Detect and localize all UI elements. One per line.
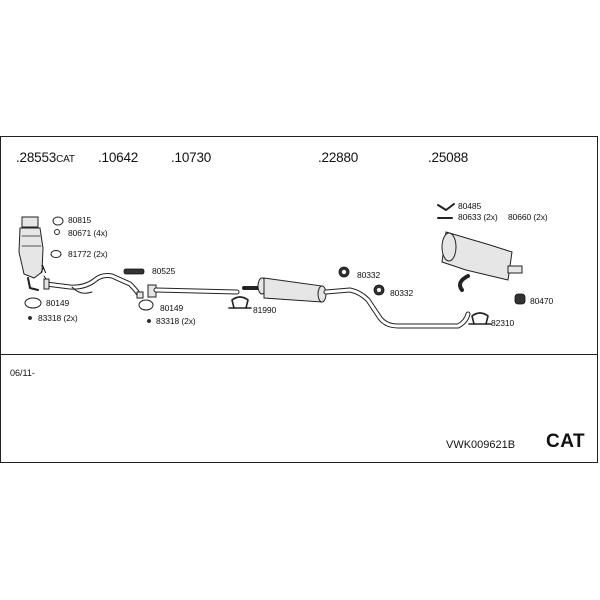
frame-divider [0, 354, 598, 355]
main-part-rear-silencer[interactable]: .25088 [428, 150, 468, 165]
middle-silencer-icon[interactable] [242, 277, 471, 329]
sub-part-label[interactable]: 80470 [530, 296, 554, 306]
sub-part-label[interactable]: 80149 [160, 303, 184, 313]
main-part-suffix: CAT [56, 154, 75, 165]
sub-part-label[interactable]: 80485 [458, 201, 482, 211]
date-range: 06/11- [10, 368, 35, 378]
main-part-number: .10642 [98, 150, 139, 165]
diagram-frame [0, 136, 598, 463]
sub-part-label[interactable]: 80149 [46, 298, 70, 308]
bolt-icon [28, 203, 455, 323]
set-type: CAT [546, 431, 586, 452]
main-part-number: .28553 [16, 150, 57, 165]
sub-part-label[interactable]: 83318 (2x) [38, 313, 78, 323]
main-part-number: .25088 [428, 150, 469, 165]
set-code: VWK009621B [446, 439, 516, 451]
sub-part-label[interactable]: 81990 [253, 305, 277, 315]
main-part-intermediate-pipe[interactable]: .10730 [171, 150, 211, 165]
sub-part-label[interactable]: 80525 [152, 266, 176, 276]
sub-part-label[interactable]: 80660 (2x) [508, 212, 548, 222]
main-part-middle-silencer[interactable]: .22880 [318, 150, 358, 165]
intermediate-pipe-icon[interactable] [147, 284, 240, 298]
main-part-catalyst[interactable]: .28553CAT [16, 150, 75, 165]
sub-part-label[interactable]: 80332 [390, 288, 414, 298]
sub-part-label[interactable]: 81772 (2x) [68, 249, 108, 259]
sub-part-label[interactable]: 82310 [491, 318, 515, 328]
sub-part-label[interactable]: 83318 (2x) [156, 316, 196, 326]
catalytic-converter-icon[interactable] [18, 216, 44, 291]
main-part-number: .22880 [318, 150, 359, 165]
gasket-icon [24, 216, 154, 311]
sub-part-label[interactable]: 80671 (4x) [68, 228, 108, 238]
svg-text:λ: λ [40, 263, 47, 276]
rear-silencer-icon[interactable] [441, 231, 523, 292]
rubber-mount-icon [123, 266, 526, 305]
front-pipe-icon[interactable] [43, 273, 144, 299]
sub-part-label[interactable]: 80332 [357, 270, 381, 280]
main-part-front-pipe[interactable]: .10642 [98, 150, 138, 165]
sub-part-label[interactable]: 80633 (2x) [458, 212, 498, 222]
sub-part-label[interactable]: 80815 [68, 215, 92, 225]
main-part-number: .10730 [171, 150, 212, 165]
clamp-icon [228, 296, 492, 325]
